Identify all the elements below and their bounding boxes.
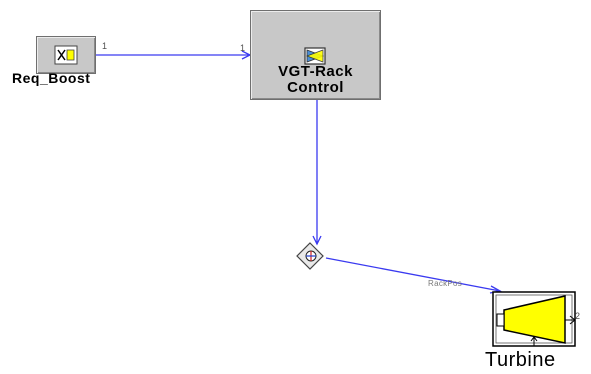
port-label-req-boost-out: 1	[102, 41, 108, 51]
port-label-vgt-in: 1	[240, 43, 246, 53]
turbine-label: Turbine	[485, 349, 556, 371]
req-boost-label: Req_Boost	[12, 70, 91, 86]
arrowhead-icon	[312, 235, 322, 246]
constant-source-icon	[54, 45, 78, 65]
port-label-turbine-out: 2	[575, 311, 581, 321]
signal-junction-icon[interactable]	[296, 242, 324, 270]
wire-junction-to-turbine[interactable]	[325, 257, 501, 292]
req-boost-block[interactable]	[36, 36, 96, 74]
vgt-label-line1: VGT-Rack	[278, 63, 353, 80]
turbine-block[interactable]	[492, 291, 576, 347]
controller-icon	[304, 47, 326, 65]
vgt-rack-control-label: VGT-Rack Control	[252, 64, 379, 96]
vgt-label-line2: Control	[287, 79, 344, 96]
port-label-rackpos: RackPos	[428, 279, 463, 288]
vgt-rack-control-block[interactable]	[250, 10, 381, 100]
